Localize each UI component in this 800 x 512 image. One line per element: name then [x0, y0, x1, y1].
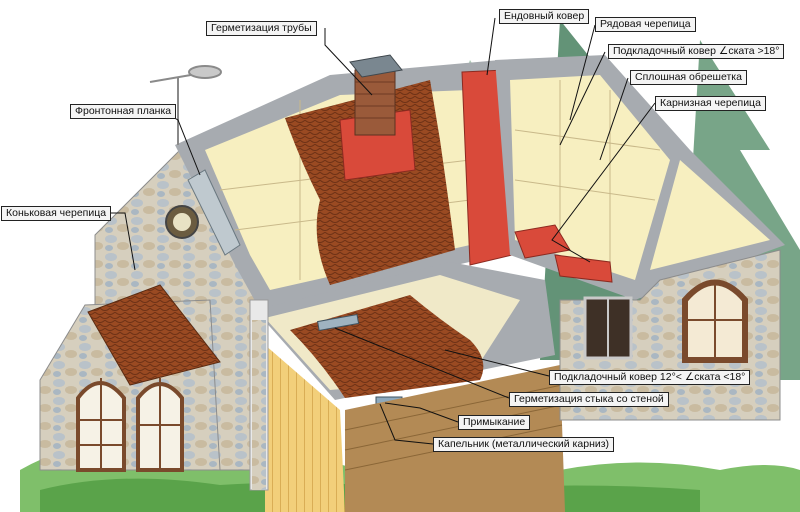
chimney [339, 54, 416, 181]
label-ridge-tile: Коньковая черепица [1, 206, 112, 221]
label-row-tile: Рядовая черепица [595, 17, 696, 32]
main-roof [175, 60, 500, 310]
label-drip-edge: Капельник (металлический карниз) [433, 437, 615, 452]
label-underlay-low: Подкладочный ковер 12°< ∠ската <18° [549, 370, 751, 385]
arched-window-left [76, 378, 126, 472]
right-roof [495, 55, 785, 300]
label-eave-tile: Карнизная черепица [655, 96, 766, 111]
weather-vane [149, 65, 222, 145]
porch-roof [87, 284, 221, 386]
label-wall-joint-sealing: Герметизация стыка со стеной [509, 392, 669, 407]
arched-window-mid [136, 378, 184, 472]
label-underlay-steep: Подкладочный ковер ∠ската >18° [608, 44, 785, 59]
label-pipe-sealing: Герметизация трубы [206, 21, 317, 36]
leader-lines [85, 17, 656, 445]
lower-roof [255, 262, 555, 406]
label-gable-strip: Фронтонная планка [70, 104, 177, 119]
label-valley-carpet: Ендовный ковер [499, 9, 590, 24]
label-abutment: Примыкание [458, 415, 531, 430]
label-solid-sheathing: Сплошная обрешетка [630, 70, 747, 85]
